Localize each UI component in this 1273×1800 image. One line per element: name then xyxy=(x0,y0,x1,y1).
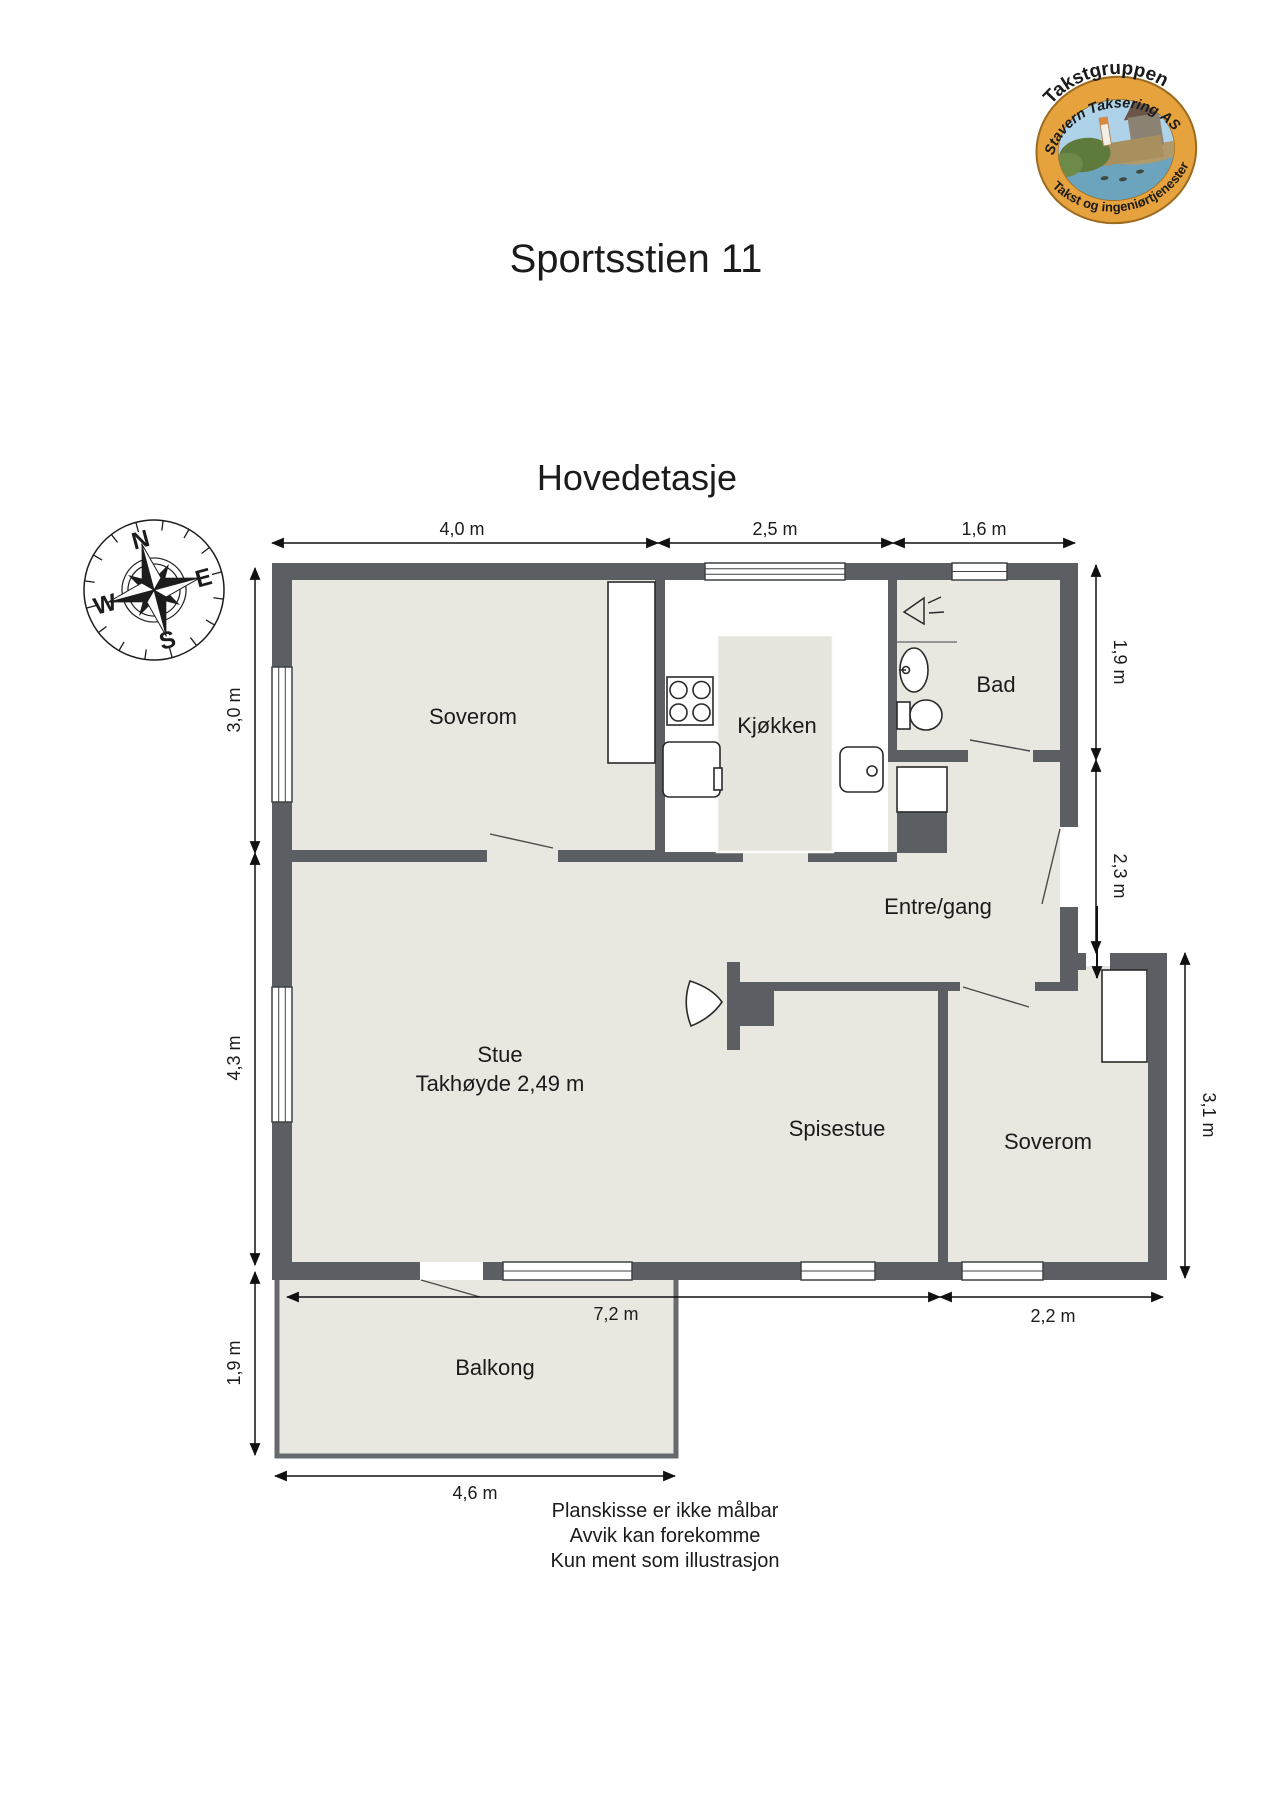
bedroom-nw-door xyxy=(489,833,554,849)
room-label-soverom-nw: Soverom xyxy=(429,704,517,729)
disclaimer-line-1: Planskisse er ikke målbar xyxy=(552,1500,779,1522)
bath-door xyxy=(969,739,1031,752)
dimension-labels: 4,0 m 2,5 m 1,6 m 3,0 m 4,3 m 1,9 m 1,9 … xyxy=(224,519,1219,1503)
balcony-door-opening xyxy=(420,1262,483,1280)
fireplace-stub-wall xyxy=(727,962,740,1050)
disclaimer: Planskisse er ikke målbar Avvik kan fore… xyxy=(551,1500,780,1572)
dim-balkong-depth: 1,9 m xyxy=(224,1340,244,1385)
compass-label-south: S xyxy=(156,626,178,656)
duct-column xyxy=(897,812,947,853)
dining-room-window xyxy=(800,1261,876,1281)
dim-bad-depth: 1,9 m xyxy=(1110,639,1130,684)
room-label-bad: Bad xyxy=(976,672,1015,697)
room-label-spisestue: Spisestue xyxy=(789,1116,886,1141)
entrance-door xyxy=(1041,828,1061,905)
bedroom-se-door xyxy=(962,986,1030,1008)
room-labels: Soverom Kjøkken Bad Entre/gang Stue Takh… xyxy=(416,672,1092,1380)
windows xyxy=(271,562,1044,1281)
dim-stue-depth: 4,3 m xyxy=(224,1035,244,1080)
compass-ticks xyxy=(84,520,224,660)
living-room-south-window xyxy=(502,1261,633,1281)
disclaimer-line-3: Kun ment som illustrasjon xyxy=(551,1550,780,1572)
room-floors xyxy=(274,576,1152,1459)
room-label-kjokken: Kjøkken xyxy=(737,713,816,738)
compass-star xyxy=(107,543,201,637)
compass-label-north: N xyxy=(129,525,153,556)
bedroom-nw-window xyxy=(271,666,293,803)
balcony-area xyxy=(274,1273,679,1459)
bedroom-se-window xyxy=(961,1261,1044,1281)
disclaimer-line-2: Avvik kan forekomme xyxy=(570,1525,761,1547)
compass-label-west: W xyxy=(91,589,120,621)
wood-stove-icon xyxy=(685,980,723,1028)
logo-scene xyxy=(1051,91,1182,209)
page-title: Sportsstien 11 xyxy=(510,237,763,281)
room-label-soverom-se: Soverom xyxy=(1004,1129,1092,1154)
hall-cabinet xyxy=(896,766,948,813)
dim-soverom-se-depth: 3,1 m xyxy=(1199,1092,1219,1137)
room-label-stue: Stue xyxy=(477,1042,522,1067)
dim-stue-width: 7,2 m xyxy=(593,1304,638,1324)
dim-soverom-depth: 3,0 m xyxy=(224,687,244,732)
walls xyxy=(272,563,1167,1280)
kitchen-window xyxy=(704,562,846,581)
dim-entre-depth: 2,3 m xyxy=(1110,853,1130,898)
dim-soverom-se-width: 2,2 m xyxy=(1030,1306,1075,1326)
oven-icon xyxy=(662,741,723,798)
bath-window xyxy=(951,562,1008,581)
floor-heading: Hovedetasje xyxy=(537,457,737,498)
shower-icon xyxy=(902,596,945,626)
room-note-takhoyde: Takhøyde 2,49 m xyxy=(416,1071,585,1096)
bath-sink-icon xyxy=(899,647,929,693)
room-label-entre: Entre/gang xyxy=(884,894,992,919)
dim-balkong-width: 4,6 m xyxy=(452,1483,497,1503)
dimension-lines xyxy=(249,537,1191,1482)
dim-bad-width: 1,6 m xyxy=(961,519,1006,539)
company-logo: Takstgruppen Stavern Taksering AS Takst … xyxy=(1032,49,1201,228)
bedroom-se-wardrobe xyxy=(1101,969,1148,1063)
room-label-balkong: Balkong xyxy=(455,1355,535,1380)
living-room-west-window xyxy=(271,986,293,1123)
compass-label-east: E xyxy=(192,563,214,593)
dim-kjokken-width: 2,5 m xyxy=(752,519,797,539)
toilet-icon xyxy=(896,699,943,731)
bedroom-nw-wardrobe xyxy=(607,581,656,764)
fixtures xyxy=(607,581,1148,1063)
dim-soverom-width: 4,0 m xyxy=(439,519,484,539)
kitchen-sink-icon xyxy=(839,746,884,793)
kitchen-island xyxy=(715,633,835,854)
compass-rose: N E S W xyxy=(83,519,225,661)
stove-icon xyxy=(666,676,714,726)
